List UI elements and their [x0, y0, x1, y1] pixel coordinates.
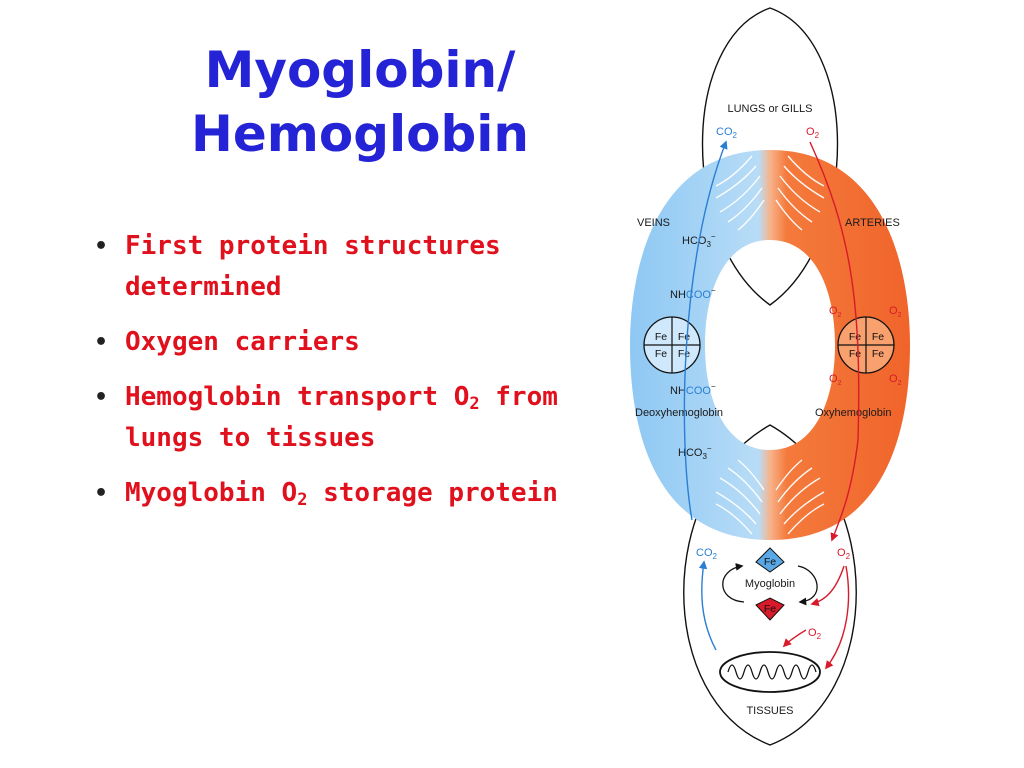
myoglobin-o2-arrow: [810, 565, 845, 607]
deoxyhemoglobin-tetramer: Fe Fe Fe Fe: [643, 316, 701, 374]
lungs-label: LUNGS or GILLS: [728, 103, 813, 115]
tissue-co2-arrow: [698, 560, 717, 651]
hco3-label-upper: HCO3−: [682, 232, 716, 249]
fe-deoxy-4: Fe: [678, 348, 690, 360]
tissues-outline: [683, 424, 857, 746]
bound-o2-4: O2: [889, 373, 902, 387]
tissue-capillaries: [715, 459, 825, 535]
hemoglobin-circulation-diagram: LUNGS or GILLS VEINS ARTERIES TISSUES De…: [630, 7, 910, 746]
bullet-text: First protein structures determined: [125, 231, 501, 302]
oxyhemoglobin-tetramer: Fe Fe Fe Fe O2 O2 O2 O2: [829, 305, 902, 387]
myoglobin-deoxy-heme: [755, 547, 785, 573]
mitochondrion: [719, 651, 821, 693]
o2-to-mitochondrion-arrow: [782, 629, 807, 648]
bullet-item: Oxygen carriers: [92, 322, 572, 363]
blood-circulation-ring: [630, 150, 910, 540]
bound-o2-2: O2: [889, 305, 902, 319]
bullet-text: from lungs to tissues: [125, 382, 558, 453]
lungs-outline: [701, 7, 839, 306]
arteries-label: ARTERIES: [845, 217, 900, 229]
o2-label-myoglobin: O2: [808, 627, 822, 641]
co2-release-arrow: [683, 140, 728, 521]
title-line-2: Hemoglobin: [190, 105, 529, 163]
bullet-text: Oxygen carriers: [125, 327, 360, 357]
oxyhemoglobin-label: Oxyhemoglobin: [815, 407, 891, 419]
myoglobin-oxy-heme: [755, 597, 785, 621]
bullet-subscript: 2: [469, 394, 480, 414]
co2-label-tissues: CO2: [696, 547, 718, 561]
bullet-text: Hemoglobin transport O: [125, 382, 470, 412]
bound-o2-1: O2: [829, 305, 842, 319]
bullet-item: First protein structures determined: [92, 226, 572, 308]
bullet-list: First protein structures determinedOxyge…: [92, 226, 572, 528]
deoxyhemoglobin-label: Deoxyhemoglobin: [635, 407, 723, 419]
fe-deoxy-2: Fe: [678, 331, 690, 343]
fe-deoxy-3: Fe: [655, 348, 667, 360]
hco3-label-lower: HCO3−: [678, 444, 712, 461]
myoglobin-label: Myoglobin: [745, 578, 795, 590]
lung-capillaries: [715, 155, 825, 231]
fe-myoglobin-oxy: Fe: [764, 603, 776, 615]
bullet-text: storage protein: [307, 478, 558, 508]
bullet-text: Myoglobin O: [125, 478, 298, 508]
fe-deoxy-1: Fe: [655, 331, 667, 343]
o2-uptake-arrow: [809, 141, 860, 542]
fe-oxy-1: Fe: [849, 331, 861, 343]
bullet-subscript: 2: [297, 490, 308, 510]
co2-label-lungs: CO2: [716, 126, 738, 140]
myoglobin-cycle: Fe Myoglobin Fe: [722, 547, 818, 621]
bullet-item: Myoglobin O2 storage protein: [92, 473, 572, 514]
slide-title: Myoglobin/ Hemoglobin: [150, 38, 570, 166]
bound-o2-3: O2: [829, 373, 842, 387]
fe-oxy-4: Fe: [872, 348, 884, 360]
fe-oxy-3: Fe: [849, 348, 861, 360]
tissues-label: TISSUES: [746, 705, 793, 717]
fe-myoglobin-deoxy: Fe: [764, 556, 776, 568]
veins-label: VEINS: [637, 217, 670, 229]
nhcoo-label-lower: NHCOO−: [670, 382, 716, 397]
o2-label-lungs: O2: [806, 126, 820, 140]
title-line-1: Myoglobin/: [204, 41, 516, 99]
fe-oxy-2: Fe: [872, 331, 884, 343]
o2-label-tissues: O2: [837, 547, 851, 561]
tissue-o2-arrow: [824, 565, 850, 670]
nhcoo-label-upper: NHCOO−: [670, 286, 716, 301]
bullet-item: Hemoglobin transport O2 from lungs to ti…: [92, 377, 572, 459]
